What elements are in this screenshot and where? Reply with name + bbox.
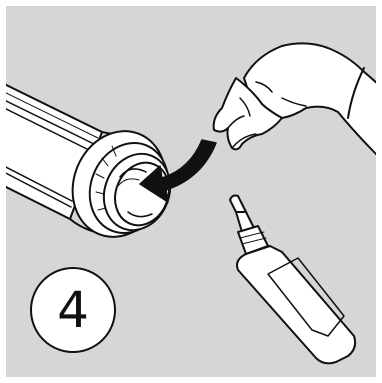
step-number: 4	[57, 285, 89, 335]
step-number-badge: 4	[30, 267, 116, 353]
